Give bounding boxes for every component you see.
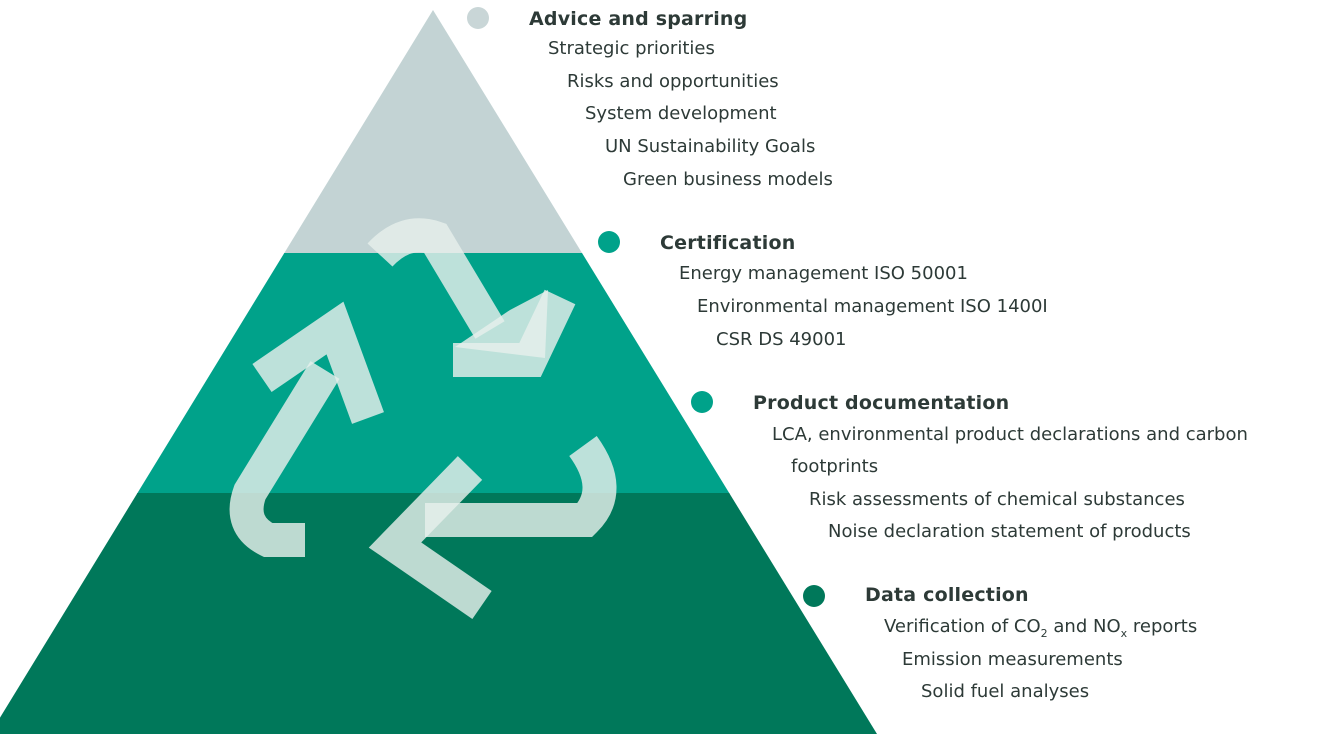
product-item: Risk assessments of chemical substances bbox=[809, 489, 1185, 510]
certification-item: CSR DS 49001 bbox=[716, 329, 847, 350]
verification-subscript-nox: x bbox=[1120, 627, 1128, 640]
recycle-arrow-top bbox=[367, 218, 505, 339]
product-item: LCA, environmental product declarations … bbox=[772, 424, 1248, 445]
recycle-arrowhead-left-stroke bbox=[252, 301, 384, 424]
recycle-arrowhead-right-stroke bbox=[368, 456, 492, 619]
section-title-data-collection: Data collection bbox=[865, 584, 1029, 606]
certification-item: Energy management ISO 50001 bbox=[679, 263, 968, 284]
recycle-arrowhead-top-stroke bbox=[453, 289, 576, 377]
verification-subscript-co2: 2 bbox=[1040, 627, 1048, 640]
product-item: Noise declaration statement of products bbox=[828, 521, 1191, 542]
recycle-arrow-right bbox=[425, 436, 617, 537]
advice-item: Risks and opportunities bbox=[567, 71, 779, 92]
certification-item: Environmental management ISO 1400I bbox=[697, 296, 1048, 317]
verification-middle: and NO bbox=[1047, 616, 1121, 637]
data-item: Emission measurements bbox=[902, 649, 1123, 670]
pyramid-tier-advice bbox=[0, 10, 877, 254]
bullet-data-collection bbox=[803, 585, 825, 607]
advice-item: UN Sustainability Goals bbox=[605, 136, 816, 157]
recycle-arrow-left bbox=[229, 361, 340, 557]
advice-item: Strategic priorities bbox=[548, 38, 715, 59]
bullet-advice bbox=[467, 7, 489, 29]
section-title-product-documentation: Product documentation bbox=[753, 392, 1010, 414]
advice-item: Green business models bbox=[623, 169, 833, 190]
bullet-product-documentation bbox=[691, 391, 713, 413]
product-item: footprints bbox=[791, 456, 879, 477]
verification-prefix: Verification of CO bbox=[884, 616, 1041, 637]
section-title-advice: Advice and sparring bbox=[529, 8, 748, 30]
data-item-verification: Verification of CO2 and NOx reports bbox=[884, 615, 1197, 641]
section-title-certification: Certification bbox=[660, 232, 796, 254]
verification-suffix: reports bbox=[1127, 616, 1198, 637]
bullet-certification bbox=[598, 231, 620, 253]
data-item: Solid fuel analyses bbox=[921, 681, 1090, 702]
recycle-arrows-icon bbox=[229, 218, 617, 619]
advice-item: System development bbox=[585, 103, 777, 124]
